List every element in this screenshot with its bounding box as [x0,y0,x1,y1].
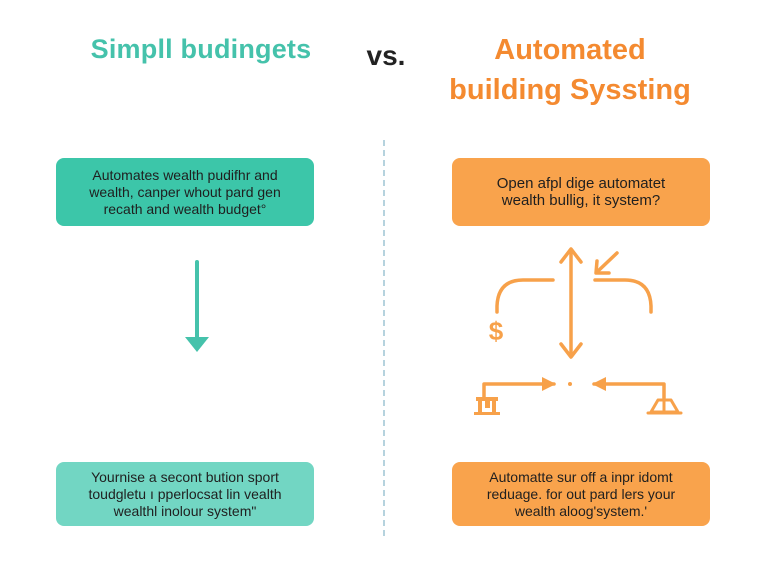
right-bottom-box-line3: wealth aloog'system.' [514,502,648,519]
column-divider [383,140,385,536]
left-bottom-box: Yournise a secont bution sport toudgletu… [56,462,314,526]
right-title-line1: Automated [494,34,646,66]
dollar-icon: $ [489,316,504,346]
spark-dot [568,382,572,386]
right-top-box: Open afpl dige automatet wealth bullig, … [452,158,710,226]
vertical-double-arrow-icon [559,247,583,359]
right-top-box-line1: Open afpl dige automatet [496,175,666,192]
right-curve-connector [593,278,653,314]
right-title: Automated building Syssting [420,30,720,110]
diagonal-arrow-icon [594,251,619,275]
right-bottom-box: Automatte sur off a inpr idomt reduage. … [452,462,710,526]
scale-icon [646,398,683,415]
right-top-box-line2: wealth bullig, it system? [501,192,661,209]
left-top-box-line2: wealth, canper whout pard gen [89,183,281,200]
right-bottom-box-line2: reduage. for out pard lers your [486,485,676,502]
left-bottom-box-line2: toudgletu ı pperlocsat lin vealth [88,485,282,502]
down-arrow-icon [185,260,209,352]
left-curve-connector [495,278,555,314]
left-bottom-box-line1: Yournise a secont bution sport [91,468,279,485]
left-top-box-line3: recath and wealth budget° [103,200,267,217]
vs-label: vs. [366,40,406,71]
building-icon [474,397,500,415]
left-arrow-icon [592,377,666,400]
left-top-box-line1: Automates wealth pudifhr and [92,166,278,183]
left-top-box: Automates wealth pudifhr and wealth, can… [56,158,314,226]
right-title-line2: building Syssting [449,74,691,106]
left-bottom-box-line3: wealthl inolour systemʺ [113,502,257,519]
right-bottom-box-line1: Automatte sur off a inpr idomt [489,468,673,485]
left-title: Simpll budingets [90,34,312,64]
right-arrow-icon [482,377,556,400]
